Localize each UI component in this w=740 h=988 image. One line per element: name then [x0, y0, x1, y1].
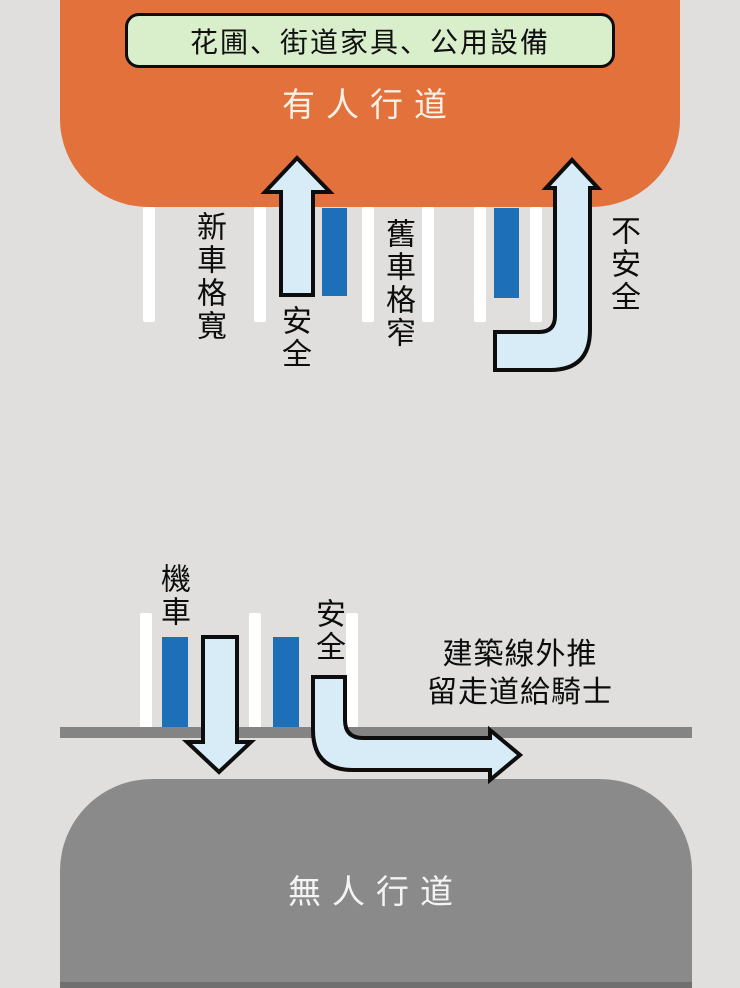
motorcycle-bar — [273, 637, 299, 728]
building-line-note: 建築線外推 留走道給騎士 — [390, 636, 650, 712]
old-space-label: 舊車格窄 — [381, 218, 414, 350]
motorcycle-bar — [322, 208, 347, 296]
parking-line — [422, 207, 434, 322]
parking-line — [249, 613, 261, 728]
road-edge-line — [60, 727, 692, 738]
parking-line — [254, 207, 266, 322]
building-line-note-line2: 留走道給騎士 — [427, 676, 613, 709]
motorcycle-label: 機車 — [156, 563, 189, 629]
motorcycle-bar — [162, 637, 188, 728]
parking-line — [140, 613, 152, 728]
parking-line — [530, 207, 542, 322]
unsafe-label: 不安全 — [606, 215, 639, 314]
down-arrow-icon — [181, 635, 257, 775]
new-space-label: 新車格寬 — [192, 211, 225, 343]
motorcycle-bar — [494, 208, 519, 298]
parking-line — [143, 207, 155, 322]
parking-line — [474, 207, 486, 322]
sidewalk-with-people-label: 有人行道 — [282, 86, 458, 123]
safe-label-bottom: 安全 — [311, 598, 344, 664]
safe-label-top: 安全 — [277, 305, 310, 371]
bottom-edge-strip — [60, 982, 692, 988]
parking-line — [346, 613, 358, 728]
sidewalk-without-people-shape: 無人行道 — [60, 779, 692, 988]
facilities-box-label: 花圃、街道家具、公用設備 — [189, 26, 550, 58]
facilities-box: 花圃、街道家具、公用設備 — [125, 13, 615, 68]
parking-line — [362, 207, 374, 322]
building-line-note-line1: 建築線外推 — [442, 638, 598, 671]
sidewalk-with-people-shape: 花圃、街道家具、公用設備 有人行道 — [60, 0, 680, 207]
sidewalk-without-people-label: 無人行道 — [288, 873, 464, 910]
